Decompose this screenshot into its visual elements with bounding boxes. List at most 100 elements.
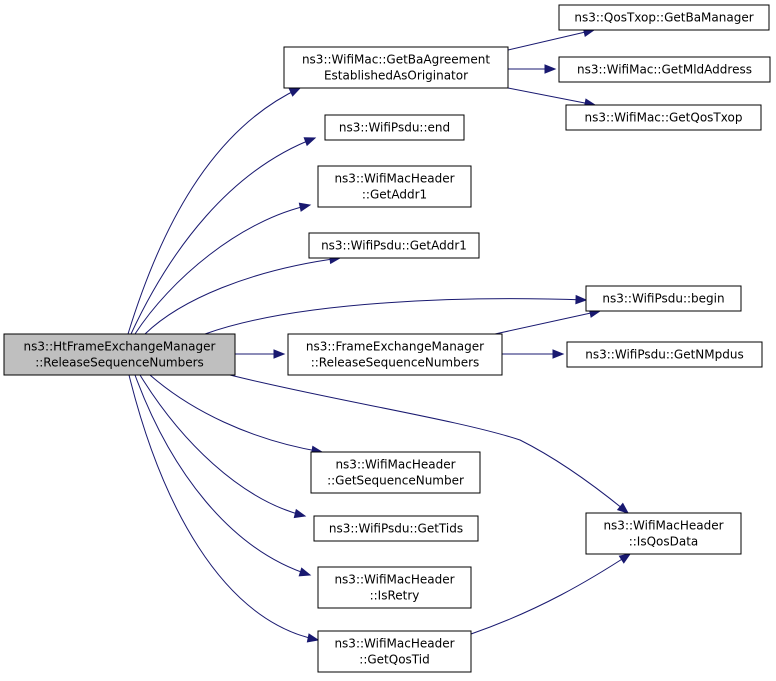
node-tids[interactable]: ns3::WifiPsdu::GetTids	[313, 515, 479, 542]
node-label-line: ns3::FrameExchangeManager	[306, 340, 484, 354]
edge-line	[144, 257, 341, 335]
arrowhead-icon	[552, 349, 565, 359]
node-seqnum[interactable]: ns3::WifiMacHeader::GetSequenceNumber	[310, 451, 481, 494]
node-label-line: ns3::HtFrameExchangeManager	[24, 340, 216, 354]
node-label-line: ns3::WifiMacHeader	[335, 458, 455, 472]
node-box	[585, 512, 742, 555]
arrowhead-icon	[306, 633, 320, 643]
edge-root-to-isretry	[134, 374, 312, 577]
node-box	[565, 104, 762, 131]
node-box	[558, 4, 770, 31]
node-label-line: ::IsRetry	[370, 589, 420, 603]
node-label-line: ns3::WifiMacHeader	[334, 172, 454, 186]
node-label-line: ns3::WifiPsdu::GetTids	[329, 522, 463, 536]
edge-line	[134, 204, 311, 335]
node-label-line: ns3::WifiMacHeader	[334, 573, 454, 587]
node-label-line: ::GetSequenceNumber	[327, 474, 464, 488]
edge-line	[470, 553, 631, 635]
node-label-line: ::GetQosTid	[359, 653, 429, 667]
arrowhead-icon	[544, 64, 557, 74]
edge-line	[494, 310, 601, 335]
nodes: ns3::HtFrameExchangeManager::ReleaseSequ…	[3, 4, 771, 673]
edge-root-to-qosdata	[229, 374, 630, 514]
node-box	[310, 451, 481, 494]
edges	[127, 27, 632, 643]
node-psdu-begin[interactable]: ns3::WifiPsdu::begin	[585, 285, 742, 312]
arrowhead-icon	[273, 349, 286, 359]
edge-getba-to-getqostxop	[507, 87, 597, 108]
edge-line	[229, 374, 629, 514]
node-qosdata[interactable]: ns3::WifiMacHeader::IsQosData	[585, 512, 742, 555]
node-box	[324, 114, 465, 141]
node-label-line: ns3::WifiMac::GetQosTxop	[585, 111, 743, 125]
edge-root-to-psdu-addr1	[144, 254, 342, 335]
edge-root-to-fem-release	[235, 349, 286, 359]
arrowhead-icon	[298, 567, 312, 577]
node-label-line: ns3::WifiMacHeader	[603, 519, 723, 533]
node-qostid[interactable]: ns3::WifiMacHeader::GetQosTid	[317, 630, 472, 673]
arrowhead-icon	[298, 202, 312, 212]
node-label-line: ns3::WifiPsdu::begin	[602, 292, 724, 306]
edge-line	[507, 87, 596, 106]
edge-qostid-to-qosdata	[470, 553, 632, 635]
node-label-line: ns3::WifiMacHeader	[334, 637, 454, 651]
edge-fem-release-to-nmpdus	[502, 349, 565, 359]
node-label-line: ns3::QosTxop::GetBaManager	[574, 11, 753, 25]
node-box	[585, 285, 742, 312]
node-box	[317, 165, 472, 208]
edge-line	[507, 29, 595, 51]
edge-root-to-psdu-begin	[204, 294, 588, 335]
node-label-line: ::IsQosData	[629, 535, 699, 549]
edge-root-to-psdu-end	[130, 137, 317, 335]
edge-line	[130, 137, 316, 335]
edge-root-to-hdr-addr1	[134, 202, 312, 335]
edge-root-to-getba	[127, 87, 302, 335]
node-label-line: ns3::WifiMac::GetBaAgreement	[302, 53, 490, 67]
node-box	[287, 333, 503, 376]
edge-root-to-qostid	[128, 374, 320, 643]
node-label-line: ns3::WifiPsdu::end	[339, 121, 450, 135]
node-getqostxop[interactable]: ns3::WifiMac::GetQosTxop	[565, 104, 762, 131]
node-box	[313, 515, 479, 542]
node-box	[317, 566, 472, 609]
node-box	[3, 333, 236, 376]
edge-getba-to-getmld	[508, 64, 557, 74]
edge-fem-release-to-psdu-begin	[494, 308, 602, 335]
arrowhead-icon	[575, 294, 588, 305]
node-getba[interactable]: ns3::WifiMac::GetBaAgreementEstablishedA…	[283, 46, 509, 89]
edge-line	[139, 374, 306, 517]
node-label-line: EstablishedAsOriginator	[324, 69, 468, 83]
node-box	[283, 46, 509, 89]
edge-root-to-seqnum	[149, 374, 324, 455]
node-isretry[interactable]: ns3::WifiMacHeader::IsRetry	[317, 566, 472, 609]
node-hdr-addr1[interactable]: ns3::WifiMacHeader::GetAddr1	[317, 165, 472, 208]
node-label-line: ns3::WifiPsdu::GetNMpdus	[585, 348, 743, 362]
arrowhead-icon	[293, 508, 307, 519]
node-label-line: ::ReleaseSequenceNumbers	[35, 356, 204, 370]
edge-root-to-tids	[139, 374, 307, 519]
node-box	[558, 56, 771, 83]
node-label-line: ns3::WifiMac::GetMldAddress	[577, 63, 752, 77]
node-label-line: ::ReleaseSequenceNumbers	[311, 356, 480, 370]
edge-getba-to-qostxop-getba	[507, 27, 596, 51]
edge-line	[204, 298, 587, 335]
node-label-line: ::GetAddr1	[362, 188, 427, 202]
node-getmld[interactable]: ns3::WifiMac::GetMldAddress	[558, 56, 771, 83]
node-box	[308, 232, 480, 259]
node-fem-release[interactable]: ns3::FrameExchangeManager::ReleaseSequen…	[287, 333, 503, 376]
node-label-line: ns3::WifiPsdu::GetAddr1	[321, 239, 467, 253]
node-root: ns3::HtFrameExchangeManager::ReleaseSequ…	[3, 333, 236, 376]
node-psdu-end[interactable]: ns3::WifiPsdu::end	[324, 114, 465, 141]
node-box	[317, 630, 472, 673]
edge-line	[127, 87, 301, 335]
edge-line	[128, 374, 319, 641]
node-nmpdus[interactable]: ns3::WifiPsdu::GetNMpdus	[566, 341, 763, 368]
arrowhead-icon	[616, 502, 630, 514]
arrowhead-icon	[618, 553, 632, 564]
node-box	[566, 341, 763, 368]
arrowhead-icon	[288, 87, 302, 97]
node-qostxop-getba[interactable]: ns3::QosTxop::GetBaManager	[558, 4, 770, 31]
node-psdu-addr1[interactable]: ns3::WifiPsdu::GetAddr1	[308, 232, 480, 259]
edge-line	[134, 374, 311, 576]
